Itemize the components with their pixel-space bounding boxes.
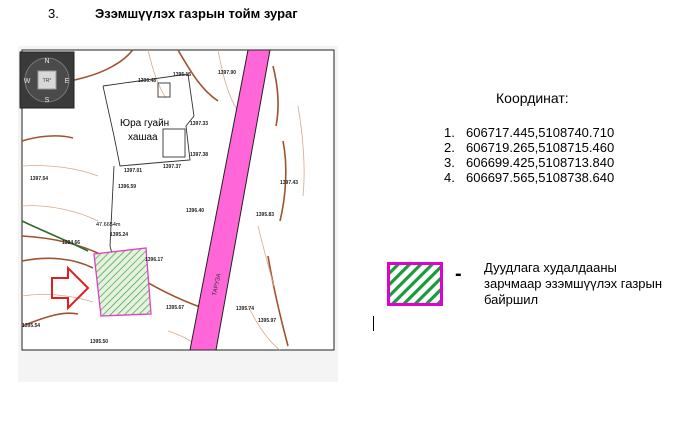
elevation-label: 1397.43 [280, 180, 298, 186]
elevation-label: 1395.74 [236, 306, 254, 312]
elevation-label: 1397.90 [218, 70, 236, 76]
legend-dash: - [455, 263, 462, 285]
elevation-label: 1397.38 [190, 152, 208, 158]
road [189, 49, 271, 351]
coordinate-number: 1. [444, 125, 455, 140]
coordinate-item: 2. 606719.265,5108715.460 [444, 140, 614, 155]
coordinate-value: 606719.265,5108715.460 [466, 140, 615, 155]
compass-s: S [45, 97, 50, 104]
section-title: Эзэмшүүлэх газрын тойм зураг [95, 6, 298, 21]
elevation-label: 1395.83 [256, 212, 274, 218]
elevation-label: 1396.40 [186, 208, 204, 214]
compass-widget[interactable]: N E S W TR° [19, 51, 75, 109]
elevation-label: 1396.59 [118, 184, 136, 190]
road-label: ТАРУЗА [212, 273, 223, 296]
coordinate-item: 4. 606697.565,5108738.640 [444, 170, 614, 185]
compass-w: W [24, 78, 31, 85]
coordinate-value: 606699.425,5108713.840 [466, 155, 615, 170]
map-drawing: ТАРУЗА Юра гуайн хашаа 47.6654m 1396.48 … [18, 46, 338, 382]
coordinate-value: 606697.565,5108738.640 [466, 170, 615, 185]
coordinate-item: 3. 606699.425,5108713.840 [444, 155, 614, 170]
coordinates-title: Координат: [496, 90, 569, 106]
elevation-label: 1395.67 [166, 305, 184, 311]
elevation-label: 1397.54 [30, 176, 48, 182]
elevation-label: 1395.97 [258, 318, 276, 324]
elevation-label: 1394.66 [62, 240, 80, 246]
site-map: ТАРУЗА Юра гуайн хашаа 47.6654m 1396.48 … [18, 46, 338, 382]
text-cursor [373, 316, 374, 331]
elevation-label: 1395.54 [22, 323, 40, 329]
elevation-label: 1397.37 [163, 164, 181, 170]
coordinate-value: 606717.445,5108740.710 [466, 125, 615, 140]
distance-label: 47.6654m [96, 222, 121, 228]
legend-swatch [387, 262, 443, 306]
coordinate-number: 2. [444, 140, 455, 155]
elevation-label: 1395.24 [110, 232, 128, 238]
coordinates-list: 1. 606717.445,5108740.710 2. 606719.265,51… [444, 125, 614, 185]
compass-center: TR° [43, 78, 52, 84]
elevation-label: 1397.33 [190, 121, 208, 127]
coordinate-item: 1. 606717.445,5108740.710 [444, 125, 614, 140]
compass-n: N [44, 58, 49, 65]
elevation-label: 1395.50 [90, 339, 108, 345]
elevation-label: 1396.48 [138, 78, 156, 84]
section-number: 3. [48, 6, 59, 21]
elevation-label: 1395.15 [173, 72, 191, 78]
elevation-points: 1396.48 1395.15 1397.90 1397.33 1397.38 … [22, 70, 298, 345]
compass-e: E [65, 78, 70, 85]
house-label-1: Юра гуайн [120, 118, 169, 129]
arrow-icon [51, 265, 90, 311]
elevation-label: 1396.17 [145, 257, 163, 263]
house-label-2: хашаа [128, 132, 158, 143]
legend-text: Дуудлага худалдааны зарчмаар эзэмшүүлэх … [484, 260, 663, 307]
coordinate-number: 4. [444, 170, 455, 185]
coordinate-number: 3. [444, 155, 455, 170]
parcel [93, 247, 152, 317]
elevation-label: 1397.01 [124, 168, 142, 174]
